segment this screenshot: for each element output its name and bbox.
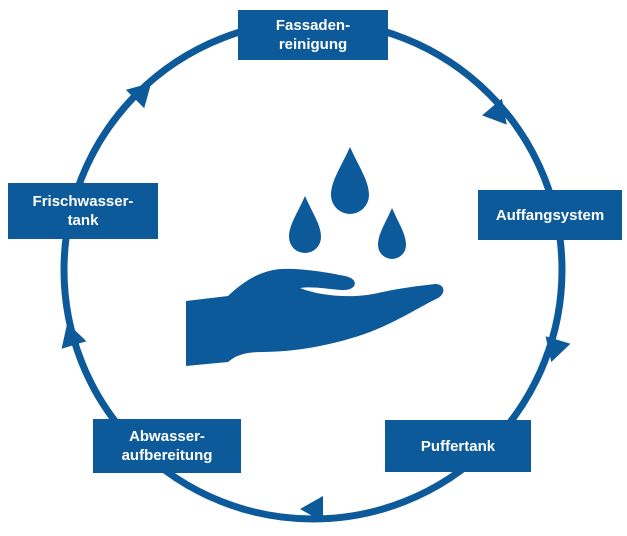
step-frischwassertank: Frischwasser- tank [8, 183, 158, 239]
hand-with-water-drops-icon [186, 147, 444, 366]
water-drop-large-icon [331, 147, 369, 214]
water-drop-right-icon [378, 208, 406, 259]
step-abwasseraufbereitung: Abwasser- aufbereitung [93, 419, 241, 473]
flow-arrow-4 [61, 323, 87, 349]
flow-arrow-1 [482, 98, 507, 125]
step-puffertank: Puffertank [385, 420, 531, 472]
water-drop-left-icon [289, 196, 321, 253]
flow-arrow-2 [545, 336, 571, 362]
step-fassadenreinigung: Fassaden- reinigung [238, 10, 388, 60]
hand-icon [186, 268, 444, 366]
flow-arrow-3 [300, 496, 323, 522]
step-auffangsystem: Auffangsystem [478, 190, 622, 240]
flow-arrow-5 [125, 82, 152, 109]
